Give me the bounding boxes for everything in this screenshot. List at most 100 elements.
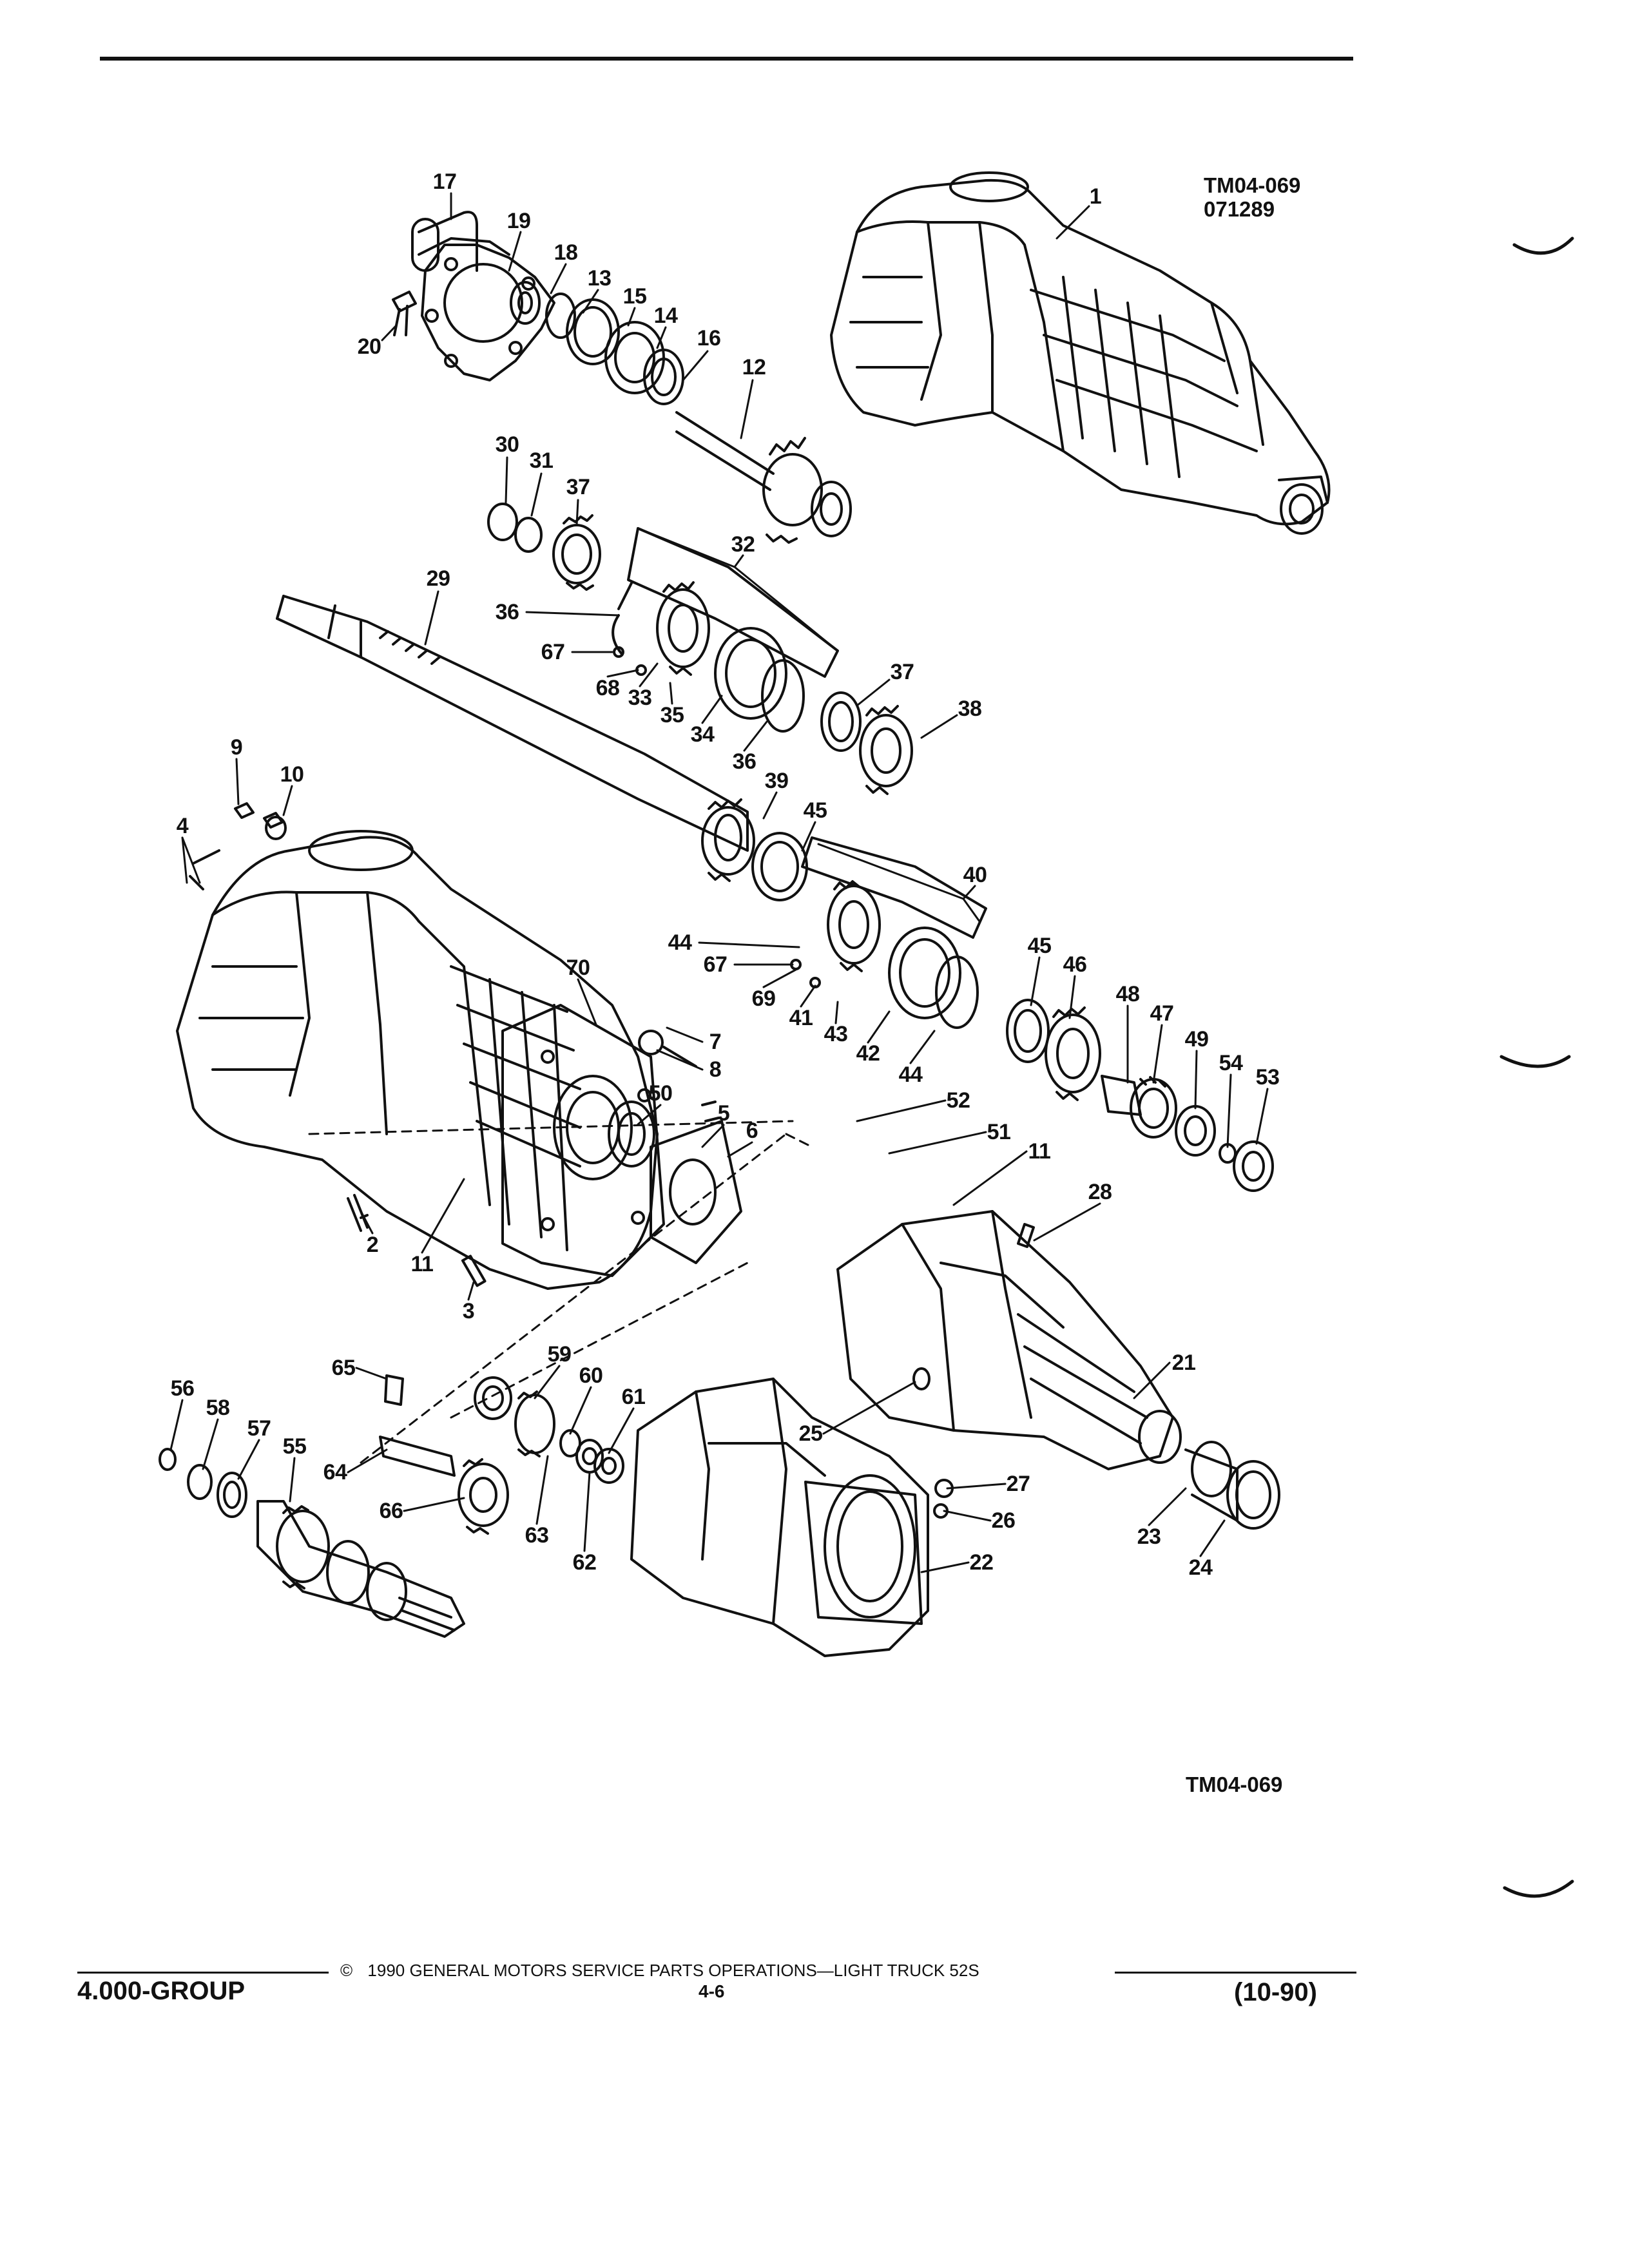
callout-42: 42 bbox=[856, 1041, 880, 1066]
front-cover-group bbox=[392, 211, 852, 544]
callout-70: 70 bbox=[566, 956, 590, 980]
callout-48: 48 bbox=[1115, 982, 1140, 1006]
callout-2: 2 bbox=[366, 1233, 379, 1257]
callout-37: 37 bbox=[566, 475, 590, 499]
callout-1: 1 bbox=[1089, 184, 1102, 209]
callout-15: 15 bbox=[622, 284, 647, 309]
callout-37: 37 bbox=[890, 660, 914, 684]
callout-49: 49 bbox=[1184, 1027, 1209, 1052]
callout-51: 51 bbox=[987, 1120, 1011, 1144]
callout-12: 12 bbox=[742, 355, 766, 380]
binding-marks bbox=[1499, 236, 1574, 1898]
callout-36: 36 bbox=[732, 749, 757, 774]
figure-date-code: 071289 bbox=[1204, 197, 1275, 221]
copyright-symbol: © bbox=[340, 1961, 353, 1980]
callout-65: 65 bbox=[331, 1356, 356, 1380]
figure-code-bottom: TM04-069 bbox=[1186, 1773, 1283, 1796]
callout-40: 40 bbox=[963, 863, 987, 887]
callout-14: 14 bbox=[653, 303, 678, 328]
callout-62: 62 bbox=[572, 1550, 597, 1575]
callout-4: 4 bbox=[176, 814, 189, 838]
callout-11: 11 bbox=[1028, 1139, 1051, 1164]
callout-68: 68 bbox=[595, 676, 620, 700]
callout-25: 25 bbox=[798, 1421, 823, 1446]
callout-52: 52 bbox=[946, 1088, 970, 1113]
callout-53: 53 bbox=[1255, 1065, 1280, 1090]
callout-26: 26 bbox=[991, 1508, 1016, 1533]
callout-13: 13 bbox=[587, 266, 612, 291]
callout-3: 3 bbox=[462, 1299, 475, 1323]
callout-32: 32 bbox=[731, 532, 755, 557]
callout-63: 63 bbox=[525, 1523, 549, 1548]
callout-61: 61 bbox=[621, 1385, 646, 1409]
callout-50: 50 bbox=[648, 1081, 673, 1106]
callout-56: 56 bbox=[170, 1376, 195, 1401]
callout-44: 44 bbox=[898, 1062, 923, 1087]
callout-18: 18 bbox=[554, 240, 578, 265]
page-number: 4-6 bbox=[699, 1981, 725, 2001]
countershaft-lower-group bbox=[159, 1374, 624, 1638]
transfer-adapter-group bbox=[630, 1378, 929, 1657]
callout-19: 19 bbox=[506, 209, 531, 233]
callout-69: 69 bbox=[751, 986, 776, 1011]
callout-35: 35 bbox=[660, 703, 684, 727]
callout-58: 58 bbox=[206, 1396, 230, 1420]
top-rule bbox=[100, 57, 1353, 61]
transmission-assembly bbox=[830, 171, 1331, 535]
leader-lines bbox=[169, 192, 1269, 1573]
callout-45: 45 bbox=[1027, 934, 1052, 958]
callout-54: 54 bbox=[1219, 1051, 1243, 1075]
callout-30: 30 bbox=[495, 432, 519, 457]
callout-20: 20 bbox=[357, 334, 381, 359]
callout-60: 60 bbox=[579, 1363, 603, 1388]
callout-8: 8 bbox=[709, 1057, 722, 1082]
callout-38: 38 bbox=[958, 697, 982, 721]
callout-43: 43 bbox=[824, 1022, 848, 1046]
callout-66: 66 bbox=[379, 1499, 403, 1523]
callout-31: 31 bbox=[529, 448, 554, 473]
figure-code-top: TM04-069 bbox=[1204, 173, 1301, 197]
copyright-text: 1990 GENERAL MOTORS SERVICE PARTS OPERAT… bbox=[367, 1961, 979, 1980]
callout-23: 23 bbox=[1137, 1524, 1161, 1549]
callout-59: 59 bbox=[547, 1342, 572, 1367]
callout-17: 17 bbox=[432, 169, 457, 194]
callout-5: 5 bbox=[717, 1101, 730, 1126]
callout-34: 34 bbox=[690, 722, 715, 747]
callout-6: 6 bbox=[746, 1119, 758, 1143]
callout-33: 33 bbox=[628, 686, 652, 710]
callout-55: 55 bbox=[282, 1434, 307, 1459]
callout-21: 21 bbox=[1171, 1350, 1196, 1375]
callout-16: 16 bbox=[697, 326, 721, 351]
callout-22: 22 bbox=[969, 1550, 994, 1575]
copyright-line: © 1990 GENERAL MOTORS SERVICE PARTS OPER… bbox=[340, 1961, 979, 1981]
callout-11: 11 bbox=[410, 1252, 434, 1276]
revision-date: (10-90) bbox=[1234, 1978, 1317, 2006]
callout-7: 7 bbox=[709, 1030, 722, 1054]
callout-57: 57 bbox=[247, 1416, 271, 1441]
callout-27: 27 bbox=[1006, 1472, 1030, 1496]
footer-rule-left bbox=[77, 1972, 329, 1974]
callout-28: 28 bbox=[1088, 1180, 1112, 1204]
main-case-group bbox=[176, 802, 742, 1290]
callout-45: 45 bbox=[803, 798, 827, 823]
callout-47: 47 bbox=[1150, 1001, 1174, 1026]
extension-housing-group bbox=[836, 1210, 1280, 1530]
countershaft-gear-group bbox=[701, 798, 1274, 1192]
footer-rule-right bbox=[1115, 1972, 1356, 1974]
callout-41: 41 bbox=[789, 1006, 813, 1030]
callout-46: 46 bbox=[1063, 952, 1087, 977]
callout-44: 44 bbox=[668, 930, 692, 955]
mainshaft-group bbox=[276, 503, 913, 861]
callout-10: 10 bbox=[280, 762, 304, 787]
callout-29: 29 bbox=[426, 566, 450, 591]
callout-67: 67 bbox=[703, 952, 728, 977]
callout-67: 67 bbox=[541, 640, 565, 664]
callout-39: 39 bbox=[764, 769, 789, 793]
callout-64: 64 bbox=[323, 1460, 347, 1485]
group-label: 4.000-GROUP bbox=[77, 1977, 246, 2005]
callout-36: 36 bbox=[495, 600, 519, 624]
callout-24: 24 bbox=[1188, 1555, 1213, 1580]
callout-9: 9 bbox=[230, 735, 243, 760]
